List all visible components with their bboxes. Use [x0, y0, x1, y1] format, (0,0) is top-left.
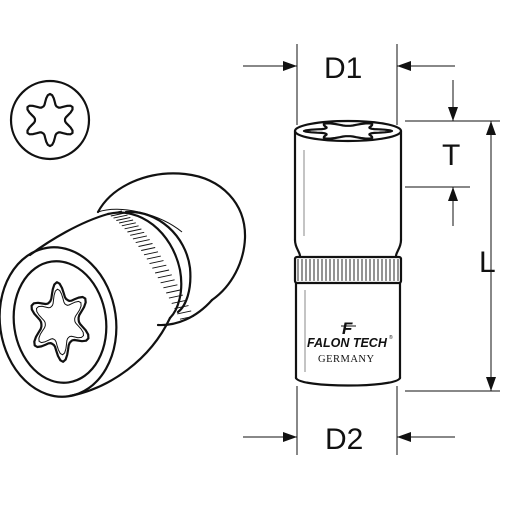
knurl-line	[143, 251, 159, 256]
dimension-annotations	[243, 44, 500, 455]
knurl-line	[121, 222, 136, 227]
knurl-line	[138, 243, 153, 247]
knurl-line	[155, 269, 170, 274]
label-d2: D2	[325, 423, 363, 456]
brand-logo-mark: F	[342, 319, 353, 338]
knurl-line	[157, 274, 172, 279]
brand-marking: F FALON TECH ® GERMANY	[307, 319, 393, 365]
knurl-line	[116, 217, 131, 221]
brand-registered-mark: ®	[389, 334, 393, 341]
knurl-line	[166, 289, 181, 294]
socket-side-view	[293, 119, 403, 387]
socket-perspective-view	[0, 172, 247, 398]
knurl-line	[132, 235, 147, 240]
knurl-line	[160, 279, 175, 284]
knurl-line	[179, 315, 195, 320]
label-l: L	[479, 246, 496, 279]
knurl-line	[127, 228, 142, 233]
knurl-line	[124, 225, 139, 230]
knurl-line	[163, 284, 178, 289]
knurl-line	[130, 231, 145, 236]
brand-country: GERMANY	[318, 354, 375, 365]
knurl-line	[119, 219, 134, 224]
label-t: T	[442, 139, 460, 172]
side-knurl-band	[297, 259, 399, 281]
knurl-line	[135, 239, 150, 244]
knurl-line	[141, 247, 156, 251]
brand-name: FALON TECH	[307, 336, 388, 350]
knurl-line	[113, 214, 128, 219]
torx-profile-icon	[9, 79, 91, 161]
knurl-line	[146, 255, 161, 260]
knurl-line	[149, 260, 164, 265]
knurl-line	[152, 264, 167, 269]
knurl-line	[177, 310, 192, 315]
perspective-knurl-band	[107, 210, 195, 320]
label-d1: D1	[324, 52, 362, 85]
